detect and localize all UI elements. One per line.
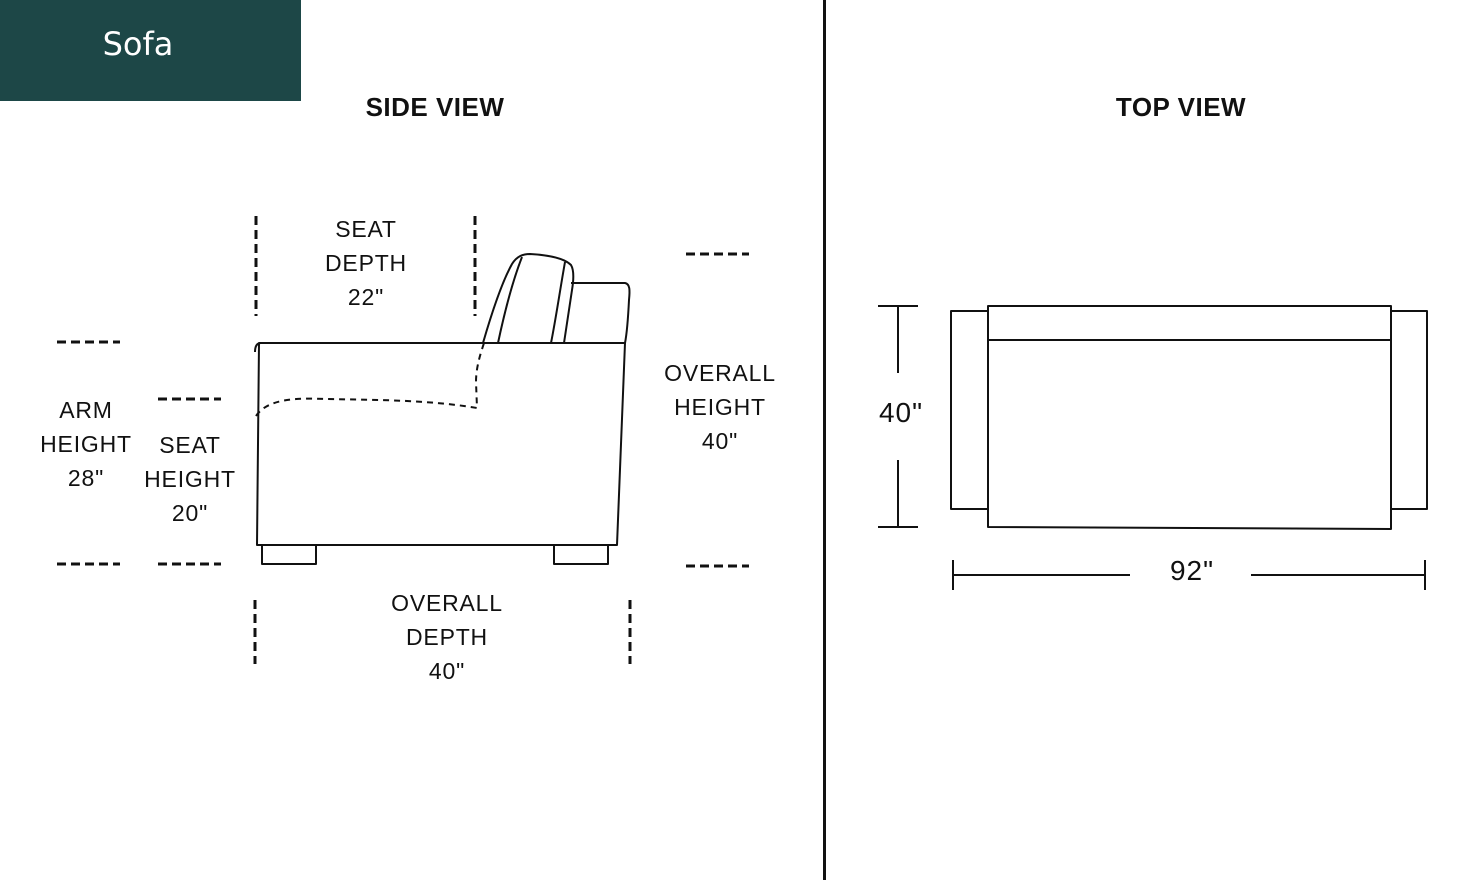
overall-depth-label-line1: OVERALL [391, 590, 503, 616]
top-left-arm [950, 310, 989, 510]
overall-depth-label-line2: DEPTH [406, 624, 488, 650]
arm-height-label-line1: ARM [59, 397, 113, 423]
top-view-depth-value: 40" [878, 397, 924, 428]
seat-height-label-line1: SEAT [159, 432, 221, 458]
back-frame [571, 282, 631, 344]
seat-cushion-outline [255, 342, 485, 417]
top-view-title: TOP VIEW [1115, 92, 1247, 122]
top-view-dimension-lines [878, 305, 1426, 590]
arm-height-value: 28" [67, 465, 105, 491]
product-name: Sofa [102, 25, 174, 63]
sofa-arm-corner [254, 342, 262, 353]
seat-height-value: 20" [171, 500, 209, 526]
overall-depth-label: OVERALL DEPTH 40" [372, 586, 522, 688]
sofa-back-leg [553, 544, 609, 565]
seat-height-label-line2: HEIGHT [144, 466, 236, 492]
overall-height-label: OVERALL HEIGHT 40" [650, 356, 790, 458]
seat-depth-label-line1: SEAT [335, 216, 397, 242]
overall-height-value: 40" [701, 428, 739, 454]
back-cushion [482, 253, 575, 344]
top-view-width-value: 92" [1169, 555, 1215, 586]
view-divider [823, 0, 826, 880]
sofa-front-leg [261, 544, 317, 565]
arm-height-label-line2: HEIGHT [40, 431, 132, 457]
sofa-body-outline [256, 342, 626, 546]
overall-height-label-line2: HEIGHT [674, 394, 766, 420]
seat-height-label: SEAT HEIGHT 20" [130, 428, 250, 530]
product-badge: Sofa [0, 0, 301, 101]
overall-depth-value: 40" [428, 658, 466, 684]
seat-depth-label: SEAT DEPTH 22" [296, 212, 436, 314]
side-view-dimension-lines [57, 216, 749, 664]
top-right-arm [1390, 310, 1428, 510]
side-view-title: SIDE VIEW [365, 92, 505, 122]
seat-depth-value: 22" [347, 284, 385, 310]
side-view-sofa [254, 253, 631, 565]
top-view-sofa [950, 305, 1428, 530]
top-backrest [987, 305, 1392, 341]
arm-height-label: ARM HEIGHT 28" [26, 393, 146, 495]
overall-height-label-line1: OVERALL [664, 360, 776, 386]
top-seat [987, 339, 1392, 530]
seat-depth-label-line2: DEPTH [325, 250, 407, 276]
back-cushion-seam-rear [550, 261, 566, 344]
back-cushion-seam [497, 256, 523, 344]
